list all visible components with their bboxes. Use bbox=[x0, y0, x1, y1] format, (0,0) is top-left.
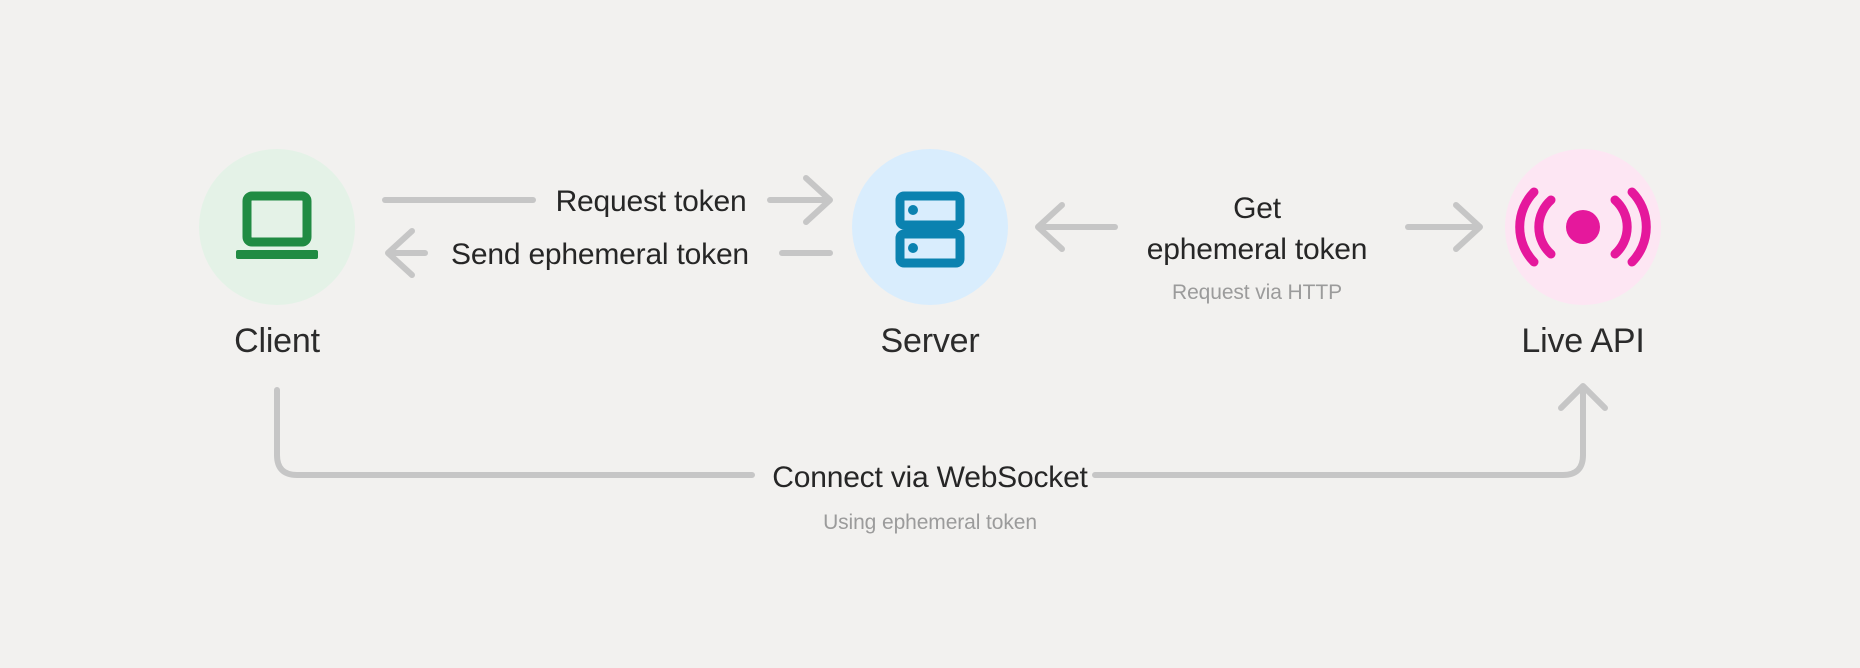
edge-send-ephemeral-token bbox=[385, 228, 833, 278]
arrow-right-icon bbox=[803, 175, 833, 225]
websocket-path-right bbox=[1092, 385, 1586, 478]
broadcast-icon bbox=[1515, 187, 1651, 267]
arrow-left-icon bbox=[385, 228, 415, 278]
edge-sublabel-using-ephemeral-token: Using ephemeral token bbox=[823, 511, 1037, 534]
node-server-label: Server bbox=[881, 322, 980, 360]
server-icon bbox=[895, 191, 965, 268]
edge-get-ephemeral-token bbox=[1035, 202, 1483, 252]
edge-label-request-token: Request token bbox=[556, 185, 747, 218]
edge-connect-via-websocket bbox=[274, 383, 1608, 478]
edge-label-connect-via-websocket: Connect via WebSocket bbox=[772, 461, 1088, 494]
node-client-label: Client bbox=[234, 322, 320, 360]
node-live-api[interactable]: Live API bbox=[1505, 149, 1661, 360]
edge-sublabel-request-via-http: Request via HTTP bbox=[1172, 281, 1342, 304]
edge-label-send-ephemeral-token: Send ephemeral token bbox=[451, 238, 749, 271]
node-client[interactable]: Client bbox=[199, 149, 355, 360]
arrow-up-icon bbox=[1558, 383, 1608, 411]
arrow-right-icon bbox=[1453, 202, 1483, 252]
client-circle-background bbox=[199, 149, 355, 305]
edge-request-token bbox=[382, 175, 833, 225]
node-server[interactable]: Server bbox=[852, 149, 1008, 360]
websocket-path-left bbox=[274, 387, 755, 478]
arrow-left-icon bbox=[1035, 202, 1065, 252]
edge-label-get-ephemeral-token-line2: ephemeral token bbox=[1147, 233, 1367, 266]
edge-label-get-ephemeral-token-line1: Get bbox=[1233, 192, 1282, 225]
node-live-api-label: Live API bbox=[1521, 322, 1644, 360]
laptop-icon bbox=[236, 191, 318, 259]
